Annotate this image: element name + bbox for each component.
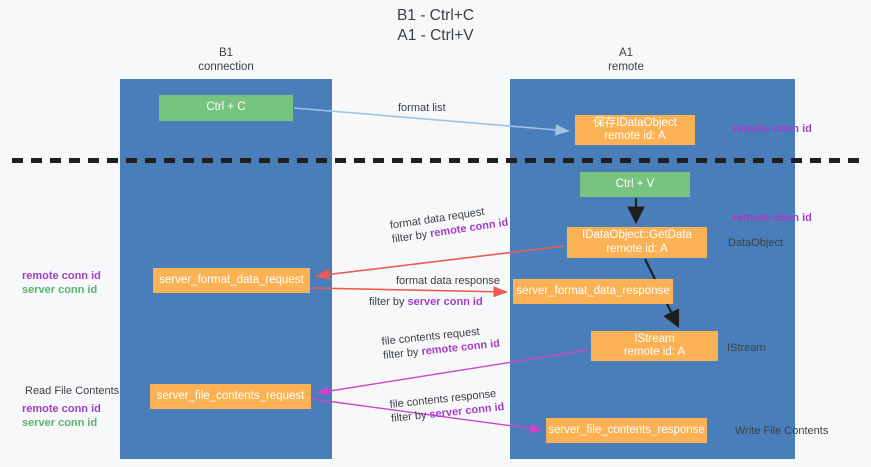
lane-header-b1: B1 connection <box>140 47 312 74</box>
edge-label-format-data-response-line2: filter by server conn id <box>369 295 500 309</box>
box-ctrl-c-label: Ctrl + C <box>206 101 246 114</box>
edge-label-format-list: format list <box>398 102 446 114</box>
lane-header-a1: A1 remote <box>540 47 712 74</box>
box-server-format-data-response[interactable]: server_format_data_response <box>513 279 673 304</box>
edge-label-file-contents-request-filter-prefix: filter by <box>382 345 423 362</box>
title-line-1: B1 - Ctrl+C <box>396 7 475 24</box>
side-label-left-server-conn-id-mid: server conn id <box>22 284 98 296</box>
lane-header-a1-name: A1 <box>618 47 634 59</box>
side-label-remote-conn-id-top-text: remote conn id <box>733 123 812 135</box>
lane-header-b1-name: B1 <box>218 47 234 59</box>
side-label-read-file-contents: Read File Contents <box>25 385 120 397</box>
box-istream-sub: remote id: A <box>623 346 686 358</box>
edge-label-format-data-response-filter-prefix: filter by <box>369 296 408 308</box>
box-server-file-contents-request[interactable]: server_file_contents_request <box>150 384 311 409</box>
side-label-left-remote-conn-id-bottom: remote conn id <box>22 403 101 415</box>
side-label-left-conn-ids-bottom: remote conn id server conn id <box>22 402 101 430</box>
box-idataobject-sub: remote id: A <box>604 130 666 142</box>
title-line-2: A1 - Ctrl+V <box>397 27 474 44</box>
section-divider <box>12 158 860 163</box>
side-label-write-file-contents: Write File Contents <box>735 425 829 437</box>
edge-label-file-contents-request: file contents request filter by remote c… <box>381 323 501 363</box>
box-server-format-data-request[interactable]: server_format_data_request <box>153 268 310 293</box>
page-title: B1 - Ctrl+C A1 - Ctrl+V <box>0 6 871 46</box>
edge-label-format-data-request: format data request filter by remote con… <box>389 202 509 247</box>
edge-label-format-data-response-line1: format data response <box>396 275 500 287</box>
lane-header-b1-sub: connection <box>198 60 254 73</box>
edge-label-file-contents-response-filter-prefix: filter by <box>390 408 431 425</box>
box-getdata-label: IDataObject::GetData <box>582 229 692 241</box>
edge-label-file-contents-response: file contents response filter by server … <box>389 386 505 426</box>
edge-label-format-data-response-filter-key: server conn id <box>407 296 483 308</box>
side-label-remote-conn-id-mid-text: remote conn id <box>733 212 812 224</box>
side-label-left-conn-ids-mid: remote conn id server conn id <box>22 269 101 297</box>
box-server-format-data-response-label: server_format_data_response <box>516 284 670 297</box>
box-idataobject-getdata[interactable]: IDataObject::GetData remote id: A <box>567 227 707 258</box>
side-label-remote-conn-id-top: remote conn id <box>733 122 812 136</box>
box-istream[interactable]: IStream remote id: A <box>591 331 718 361</box>
side-label-istream: IStream <box>727 342 766 354</box>
box-server-format-data-request-label: server_format_data_request <box>159 273 304 286</box>
box-idataobject-label: 保存IDataObject <box>593 116 677 129</box>
box-ctrl-v-label: Ctrl + V <box>615 177 655 190</box>
side-label-left-remote-conn-id-mid: remote conn id <box>22 270 101 282</box>
edge-label-format-data-response: format data response filter by server co… <box>369 274 500 309</box>
box-istream-label: IStream <box>634 332 675 345</box>
box-getdata-sub: remote id: A <box>606 242 668 255</box>
box-server-file-contents-response-label: server_file_contents_response <box>548 423 705 436</box>
side-label-dataobject: DataObject <box>728 237 784 249</box>
box-server-file-contents-response[interactable]: server_file_contents_response <box>546 418 707 443</box>
side-label-remote-conn-id-mid: remote conn id <box>733 211 812 225</box>
box-idataobject[interactable]: 保存IDataObject remote id: A <box>575 115 695 145</box>
box-ctrl-v[interactable]: Ctrl + V <box>580 172 690 197</box>
lane-header-a1-sub: remote <box>608 60 644 73</box>
side-label-left-server-conn-id-bottom: server conn id <box>22 417 98 429</box>
box-server-file-contents-request-label: server_file_contents_request <box>156 389 305 402</box>
box-ctrl-c[interactable]: Ctrl + C <box>159 95 293 121</box>
